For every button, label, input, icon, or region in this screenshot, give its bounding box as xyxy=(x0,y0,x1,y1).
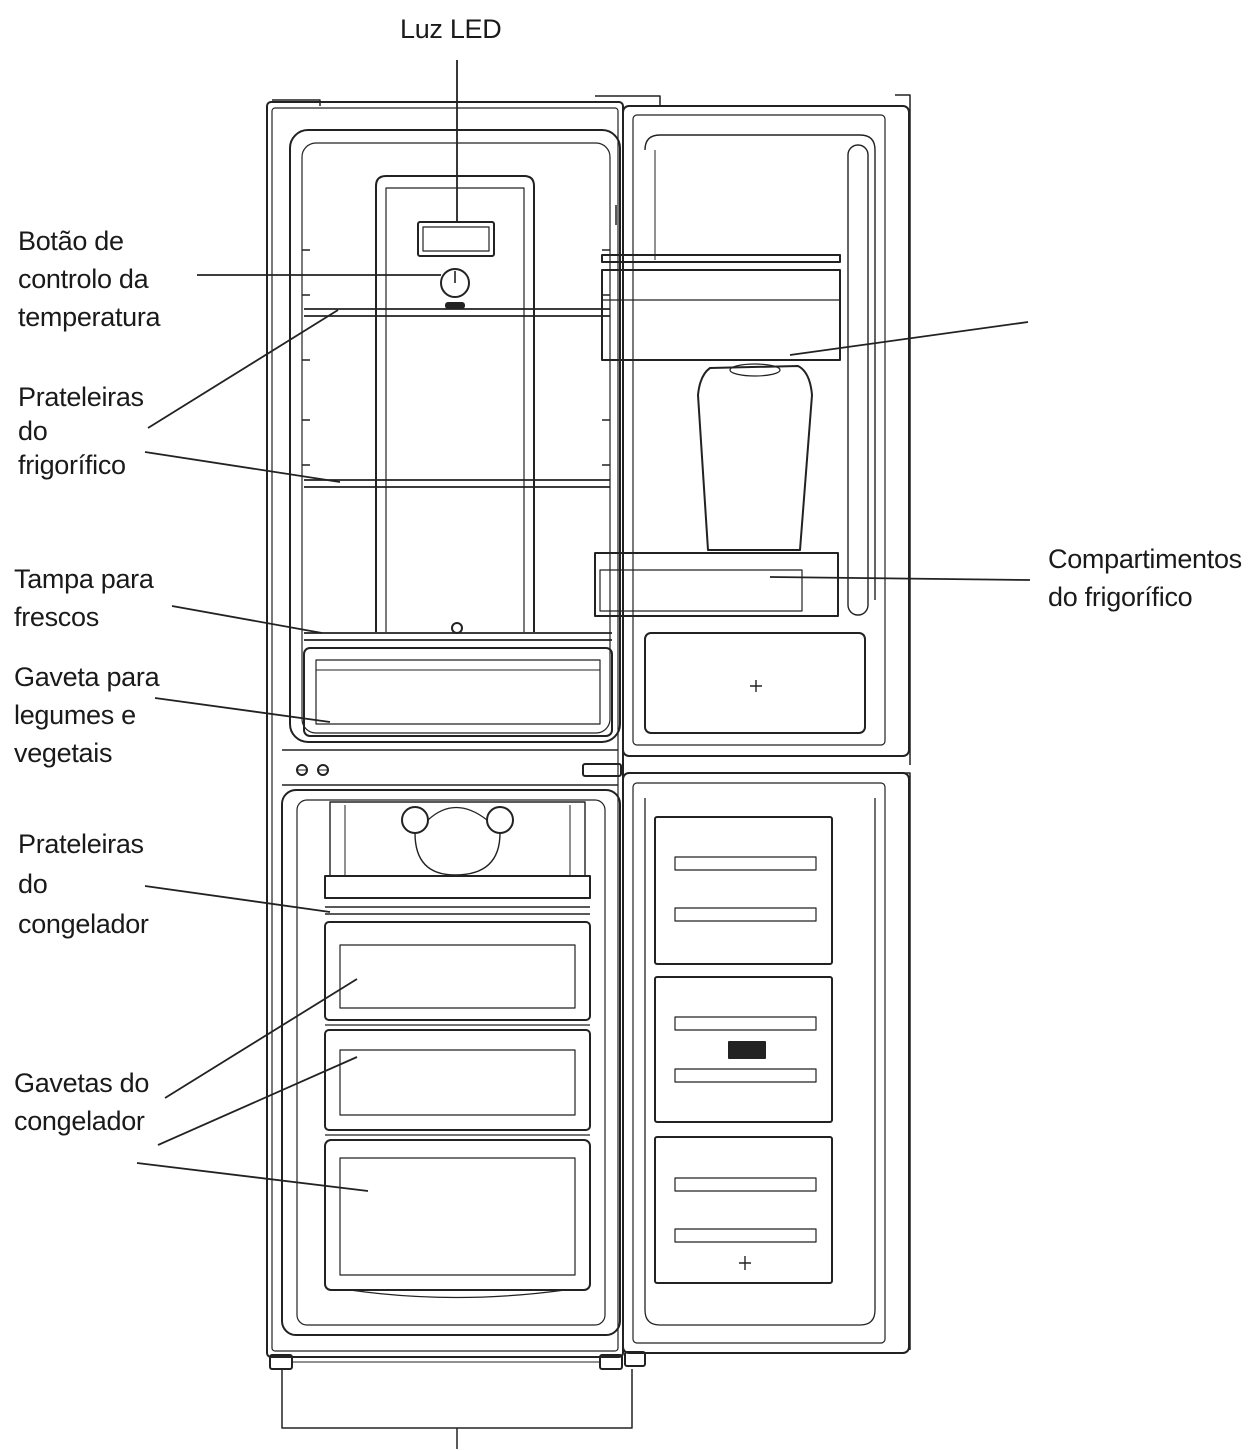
label-vegetable-drawer: Gaveta para legumes e vegetais xyxy=(14,658,159,772)
leader-line-door-compartments xyxy=(770,577,1030,580)
base-feet xyxy=(270,1355,632,1449)
freezer-door xyxy=(623,773,910,1366)
leader-line-freezer-drawer-2 xyxy=(158,1057,357,1145)
leader-line-crisper-cover xyxy=(172,606,322,633)
freezer-compartment xyxy=(282,790,620,1335)
leader-line-freezer-drawer-3 xyxy=(137,1163,368,1191)
label-fridge-door-compartments: Compartimentos do frigorífico xyxy=(1048,540,1242,616)
leader-lines xyxy=(137,60,1030,1191)
divider xyxy=(282,750,621,785)
label-freezer-shelves: Prateleiras do congelador xyxy=(18,824,149,944)
leader-line-freezer-drawer-1 xyxy=(165,979,357,1098)
label-crisper-cover: Tampa para frescos xyxy=(14,560,154,636)
label-fridge-shelves: Prateleiras do frigorífico xyxy=(18,380,144,482)
leader-line-fridge-shelf-lower xyxy=(145,452,340,482)
leader-line-freezer-shelf xyxy=(145,886,330,912)
label-led-light: Luz LED xyxy=(400,10,501,48)
fridge-compartment xyxy=(290,130,620,742)
leader-line-fridge-shelf-upper xyxy=(148,310,338,428)
label-temperature-knob: Botão de controlo da temperatura xyxy=(18,222,160,336)
fridge-door xyxy=(595,95,910,765)
label-freezer-drawers: Gavetas do congelador xyxy=(14,1064,149,1140)
